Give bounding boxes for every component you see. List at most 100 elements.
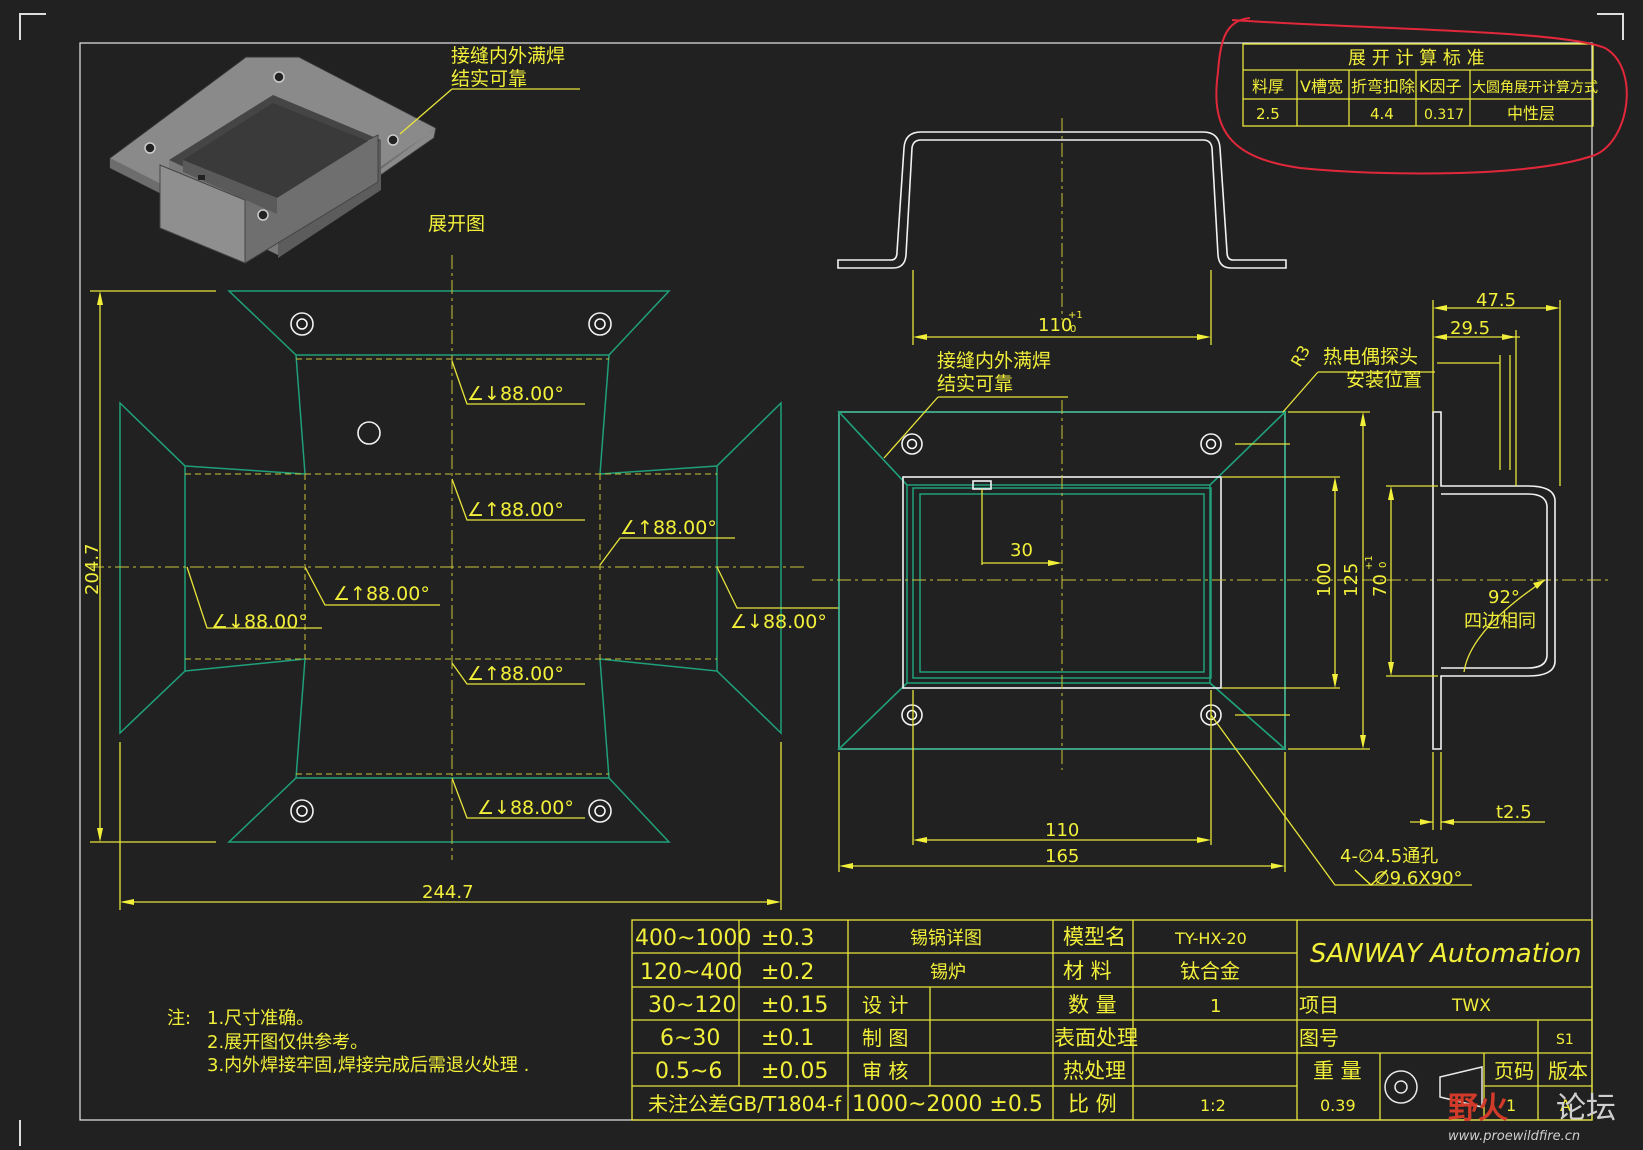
- weld-leader-front: [883, 396, 1068, 459]
- std-header-vgroove: V槽宽: [1300, 77, 1343, 96]
- std-header-kfactor: K因子: [1419, 77, 1462, 96]
- bend-label-2: ∠↑88.00°: [467, 499, 564, 521]
- holes-note-1: 4-∅4.5通孔: [1340, 846, 1438, 867]
- tol-value-5: ±0.05: [761, 1059, 828, 1084]
- four-sides-note: 四边相同: [1464, 611, 1536, 632]
- tb-sheet-code: S1: [1556, 1032, 1574, 1048]
- tb-version-value: A: [1560, 1096, 1571, 1115]
- weld-note-top-line1: 接缝内外满焊: [451, 45, 565, 67]
- weld-note-top-line2: 结实可靠: [451, 68, 527, 90]
- dim-side-70-tol2: 0: [1378, 562, 1389, 568]
- std-value-kfactor: 0.317: [1424, 107, 1464, 123]
- tol-value-1: ±0.3: [761, 926, 814, 951]
- tb-design-label: 设 计: [862, 993, 908, 1017]
- tol-general: 未注公差GB/T1804-f: [648, 1092, 842, 1116]
- dim-front-125: 125: [1341, 563, 1362, 597]
- isometric-view: [109, 56, 437, 264]
- section-view: [837, 118, 1287, 345]
- dim-side-70: 70: [1370, 574, 1391, 597]
- tol-value-4: ±0.1: [761, 1026, 814, 1051]
- thermo-note-line2: 安装位置: [1346, 369, 1422, 391]
- watermark-text-b: 论坛: [1556, 1091, 1616, 1126]
- tb-qty-label: 数 量: [1068, 993, 1117, 1017]
- std-header-method: 大圆角展开计算方式: [1472, 80, 1598, 96]
- tb-weight-label: 重 量: [1313, 1059, 1362, 1083]
- red-highlight-circle: [1215, 17, 1628, 175]
- watermark-text-a: 野火: [1448, 1091, 1508, 1126]
- watermark: 野火 论坛 www.proewildfire.cn: [1448, 1091, 1616, 1144]
- tol-extra: 1000~2000 ±0.5: [852, 1092, 1043, 1117]
- std-value-thickness: 2.5: [1256, 105, 1280, 123]
- dim-front-inner: 110: [1045, 820, 1079, 841]
- dim-side-thickness: t2.5: [1496, 802, 1532, 823]
- front-dims: [838, 411, 1370, 872]
- tb-drawn-label: 制 图: [862, 1026, 908, 1050]
- side-view: [1386, 300, 1561, 830]
- tb-project-value: TWX: [1451, 996, 1491, 1016]
- bend-label-1: ∠↓88.00°: [467, 383, 564, 405]
- tol-range-2: 120~400: [640, 960, 742, 985]
- std-table-title: 展 开 计 算 标 准: [1348, 48, 1485, 69]
- std-header-thickness: 料厚: [1252, 77, 1284, 96]
- dim-side-47-5: 47.5: [1476, 290, 1516, 311]
- tb-page-label: 页码: [1494, 1059, 1534, 1083]
- holes-leader: [1210, 714, 1472, 886]
- dim-top-width-tol: +1: [1068, 310, 1083, 321]
- holes-note-2: ∅9.6X90°: [1374, 868, 1463, 889]
- dim-r3: R3: [1287, 342, 1314, 370]
- bend-label-3: ∠↑88.00°: [467, 663, 564, 685]
- flat-pattern: [90, 255, 808, 860]
- tb-project-label: 项目: [1299, 993, 1339, 1017]
- tol-range-4: 6~30: [660, 1026, 720, 1051]
- weld-note-front-line2: 结实可靠: [937, 373, 1013, 395]
- tb-model-value: TY-HX-20: [1174, 929, 1247, 948]
- flat-dims: [90, 290, 782, 910]
- weld-leader-top: [399, 88, 580, 135]
- front-view: [812, 400, 1610, 770]
- note-1: 1.尺寸准确。: [207, 1008, 314, 1029]
- dim-top-width: 110: [1038, 315, 1072, 336]
- unfold-title: 展开图: [428, 213, 485, 235]
- dim-front-100: 100: [1314, 563, 1335, 597]
- title-block-grid: [631, 919, 1593, 1121]
- notes-prefix: 注:: [167, 1008, 191, 1029]
- bend-label-8: ∠↓88.00°: [730, 611, 827, 633]
- tb-page-value: 1: [1506, 1096, 1516, 1115]
- tol-value-3: ±0.15: [761, 993, 828, 1018]
- tb-scale-label: 比 例: [1068, 1092, 1117, 1116]
- tol-value-2: ±0.2: [761, 960, 814, 985]
- dim-unfold-height: 204.7: [82, 543, 103, 595]
- bend-label-5: ∠↑88.00°: [620, 517, 717, 539]
- note-3: 3.内外焊接牢固,焊接完成后需退火处理 .: [207, 1055, 529, 1076]
- countersink-symbol: [1354, 869, 1388, 887]
- tb-version-label: 版本: [1548, 1059, 1588, 1083]
- tb-scale-value: 1:2: [1200, 1096, 1226, 1115]
- projection-symbol: [1384, 1066, 1483, 1108]
- thermo-leader: [1282, 371, 1435, 413]
- tb-review-label: 审 核: [862, 1059, 908, 1083]
- dim-front-30: 30: [1010, 540, 1033, 561]
- corner-markers: [19, 13, 1624, 1146]
- std-header-deduction: 折弯扣除: [1351, 77, 1415, 96]
- dim-side-29-5: 29.5: [1450, 318, 1490, 339]
- bend-label-4: ∠↓88.00°: [477, 797, 574, 819]
- tol-range-3: 30~120: [648, 993, 736, 1018]
- tb-qty-value: 1: [1210, 996, 1221, 1017]
- dim-front-outer: 165: [1045, 846, 1079, 867]
- angle-92: 92°: [1488, 587, 1520, 608]
- weld-note-front-line1: 接缝内外满焊: [937, 350, 1051, 372]
- thermo-note-line1: 热电偶探头: [1323, 346, 1418, 368]
- tb-product: 锡炉: [930, 962, 966, 983]
- std-table-grid: [1242, 43, 1594, 127]
- tb-company: SANWAY Automation: [1310, 939, 1582, 969]
- tb-drawing-no-label: 图号: [1299, 1026, 1339, 1050]
- bend-leaders: [186, 360, 840, 819]
- std-value-method: 中性层: [1507, 104, 1555, 123]
- dim-top-width-tol2: 0: [1070, 324, 1076, 335]
- tb-model-label: 模型名: [1063, 925, 1126, 949]
- tb-material-value: 钛合金: [1180, 959, 1240, 983]
- bend-label-6: ∠↑88.00°: [333, 583, 430, 605]
- watermark-url: www.proewildfire.cn: [1448, 1129, 1580, 1144]
- tb-heat-label: 热处理: [1063, 1059, 1126, 1083]
